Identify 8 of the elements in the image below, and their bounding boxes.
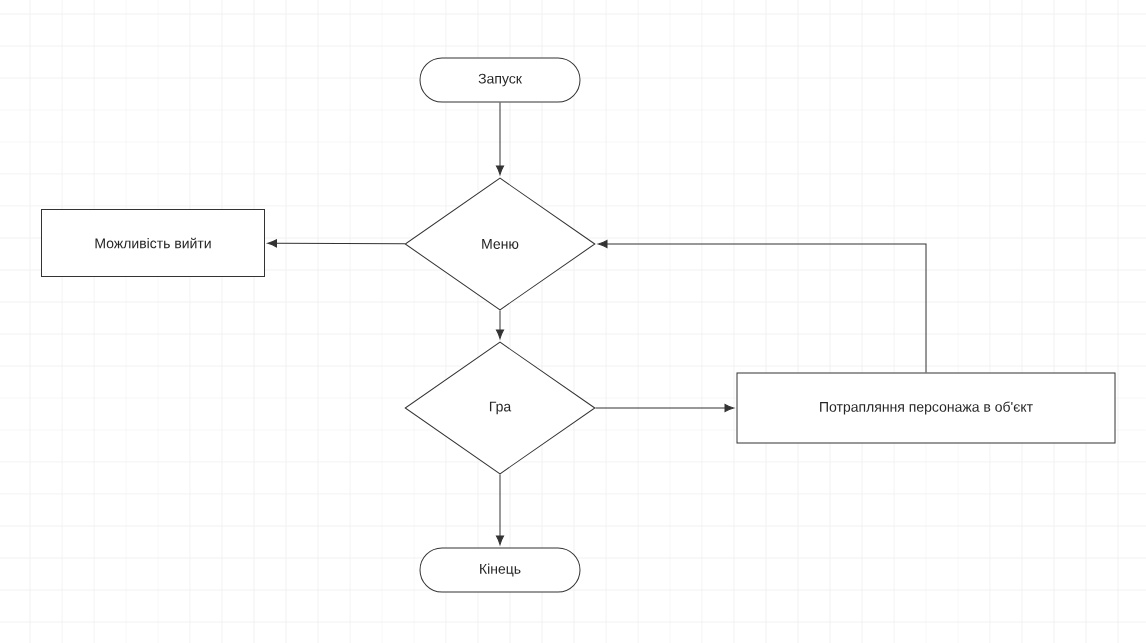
arrow (595, 403, 735, 413)
process-box: Потрапляння персонажа в об'єкт (736, 372, 1116, 444)
process-box: Можливість вийти (41, 209, 265, 277)
arrow (495, 474, 505, 546)
arrow (495, 102, 505, 176)
arrow (597, 239, 927, 373)
arrow (495, 310, 505, 340)
arrow (267, 239, 406, 248)
